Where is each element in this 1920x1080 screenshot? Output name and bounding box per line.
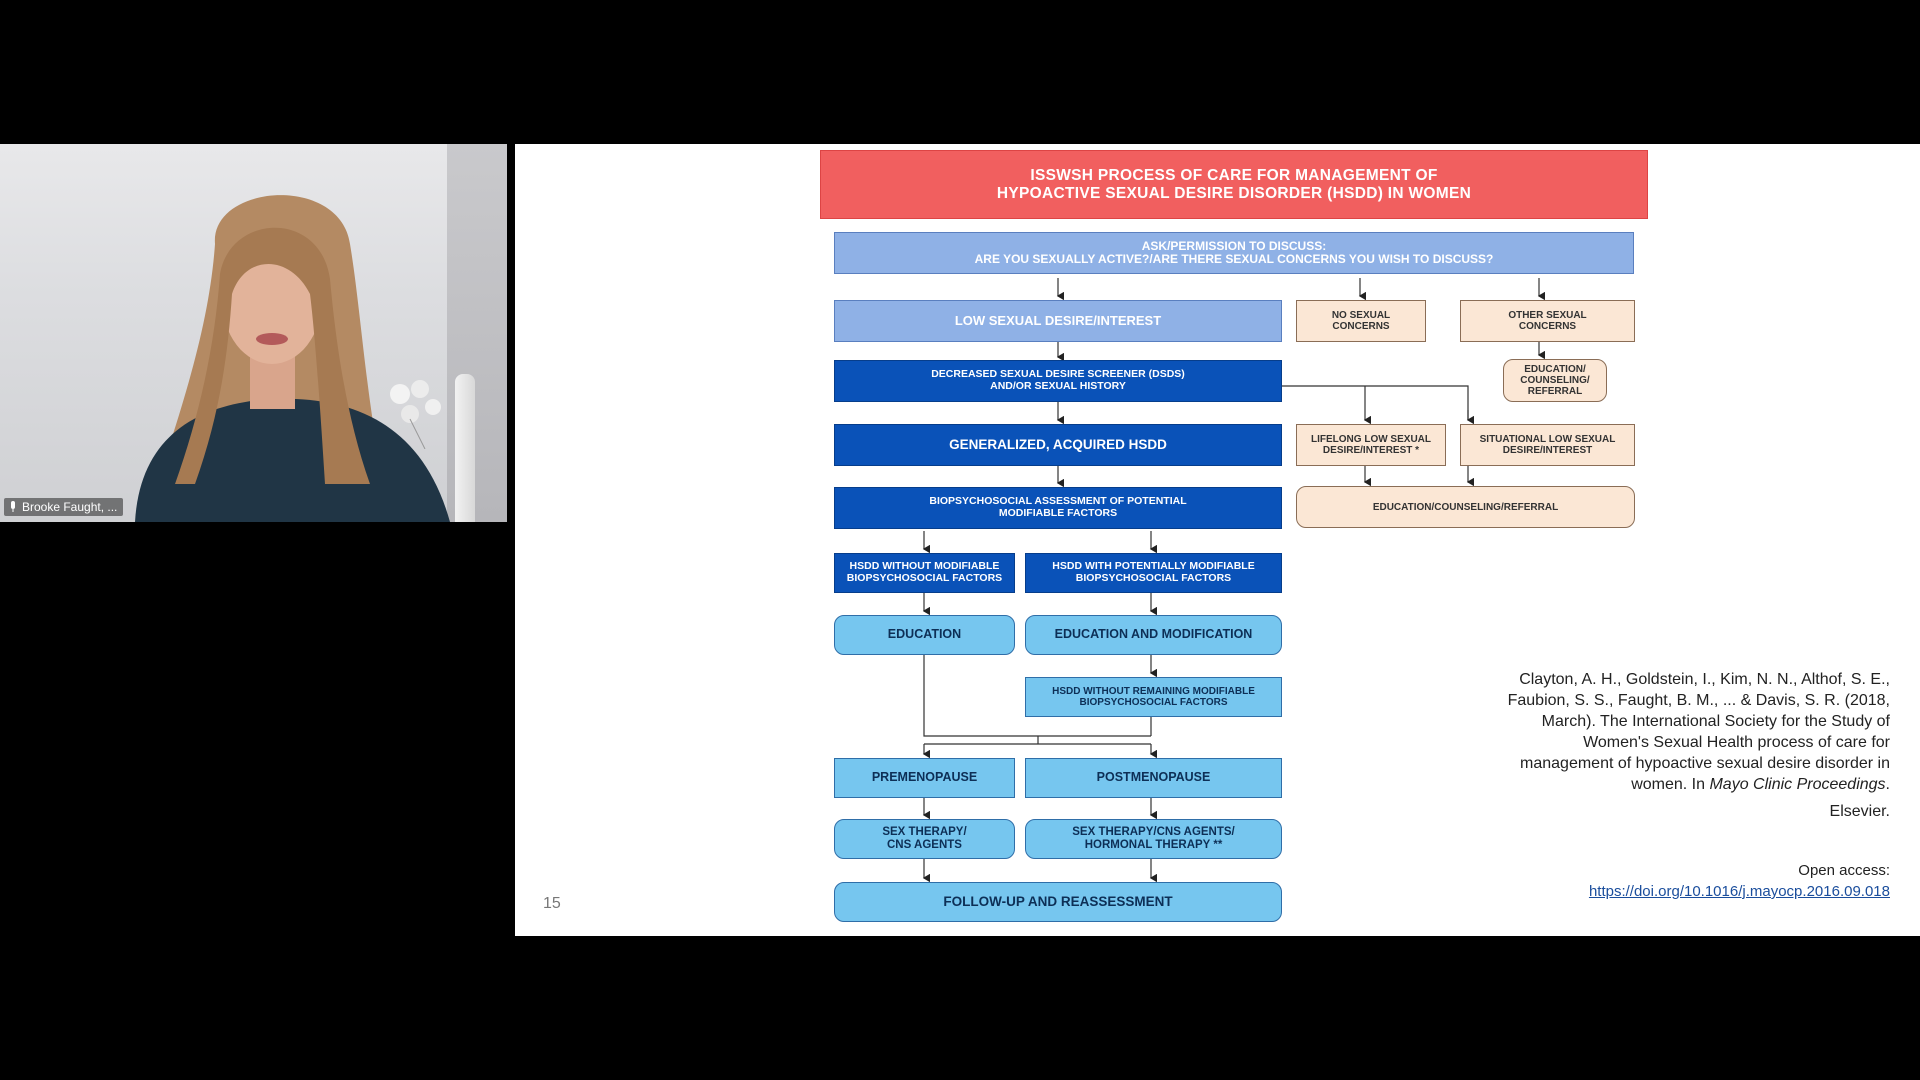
education-counseling-referral-small-box: EDUCATION/ COUNSELING/ REFERRAL bbox=[1503, 359, 1607, 402]
with-modifiable-box: HSDD WITH POTENTIALLY MODIFIABLE BIOPSYC… bbox=[1025, 553, 1282, 593]
microphone-icon bbox=[8, 501, 18, 513]
followup-reassessment-box: FOLLOW-UP AND REASSESSMENT bbox=[834, 882, 1282, 922]
citation-text: Clayton, A. H., Goldstein, I., Kim, N. N… bbox=[1508, 671, 1890, 793]
no-concerns-box: NO SEXUAL CONCERNS bbox=[1296, 300, 1426, 342]
video-tile[interactable]: Brooke Faught, ... bbox=[0, 144, 507, 522]
open-access: Open access: https://doi.org/10.1016/j.m… bbox=[1490, 860, 1890, 902]
shared-slide: ISSWSH PROCESS OF CARE FOR MANAGEMENT OF… bbox=[515, 144, 1920, 936]
lifelong-box: LIFELONG LOW SEXUAL DESIRE/INTEREST * bbox=[1296, 424, 1446, 466]
sex-therapy-hormonal-box: SEX THERAPY/CNS AGENTS/ HORMONAL THERAPY… bbox=[1025, 819, 1282, 859]
education-box: EDUCATION bbox=[834, 615, 1015, 655]
doi-link[interactable]: https://doi.org/10.1016/j.mayocp.2016.09… bbox=[1589, 883, 1890, 900]
citation-journal: Mayo Clinic Proceedings bbox=[1709, 776, 1885, 793]
education-counseling-referral-wide-box: EDUCATION/COUNSELING/REFERRAL bbox=[1296, 486, 1635, 528]
citation: Clayton, A. H., Goldstein, I., Kim, N. N… bbox=[1490, 669, 1890, 822]
low-desire-box: LOW SEXUAL DESIRE/INTEREST bbox=[834, 300, 1282, 342]
without-modifiable-box: HSDD WITHOUT MODIFIABLE BIOPSYCHOSOCIAL … bbox=[834, 553, 1015, 593]
other-concerns-box: OTHER SEXUAL CONCERNS bbox=[1460, 300, 1635, 342]
generalized-hsdd-box: GENERALIZED, ACQUIRED HSDD bbox=[834, 424, 1282, 466]
citation-publisher: Elsevier. bbox=[1490, 801, 1890, 822]
ask-permission-box: ASK/PERMISSION TO DISCUSS: ARE YOU SEXUA… bbox=[834, 232, 1634, 274]
premenopause-box: PREMENOPAUSE bbox=[834, 758, 1015, 798]
screener-box: DECREASED SEXUAL DESIRE SCREENER (DSDS) … bbox=[834, 360, 1282, 402]
flowchart-title: ISSWSH PROCESS OF CARE FOR MANAGEMENT OF… bbox=[820, 150, 1648, 219]
slide-number: 15 bbox=[543, 895, 561, 913]
participant-name: Brooke Faught, ... bbox=[22, 500, 117, 514]
participant-nameplate: Brooke Faught, ... bbox=[4, 498, 123, 516]
situational-box: SITUATIONAL LOW SEXUAL DESIRE/INTEREST bbox=[1460, 424, 1635, 466]
participant-video bbox=[120, 184, 500, 522]
open-access-label: Open access: bbox=[1490, 860, 1890, 881]
citation-journal-suffix: . bbox=[1886, 776, 1890, 793]
sex-therapy-cns-box: SEX THERAPY/ CNS AGENTS bbox=[834, 819, 1015, 859]
without-remaining-box: HSDD WITHOUT REMAINING MODIFIABLE BIOPSY… bbox=[1025, 677, 1282, 717]
education-modification-box: EDUCATION AND MODIFICATION bbox=[1025, 615, 1282, 655]
biopsychosocial-assessment-box: BIOPSYCHOSOCIAL ASSESSMENT OF POTENTIAL … bbox=[834, 487, 1282, 529]
postmenopause-box: POSTMENOPAUSE bbox=[1025, 758, 1282, 798]
